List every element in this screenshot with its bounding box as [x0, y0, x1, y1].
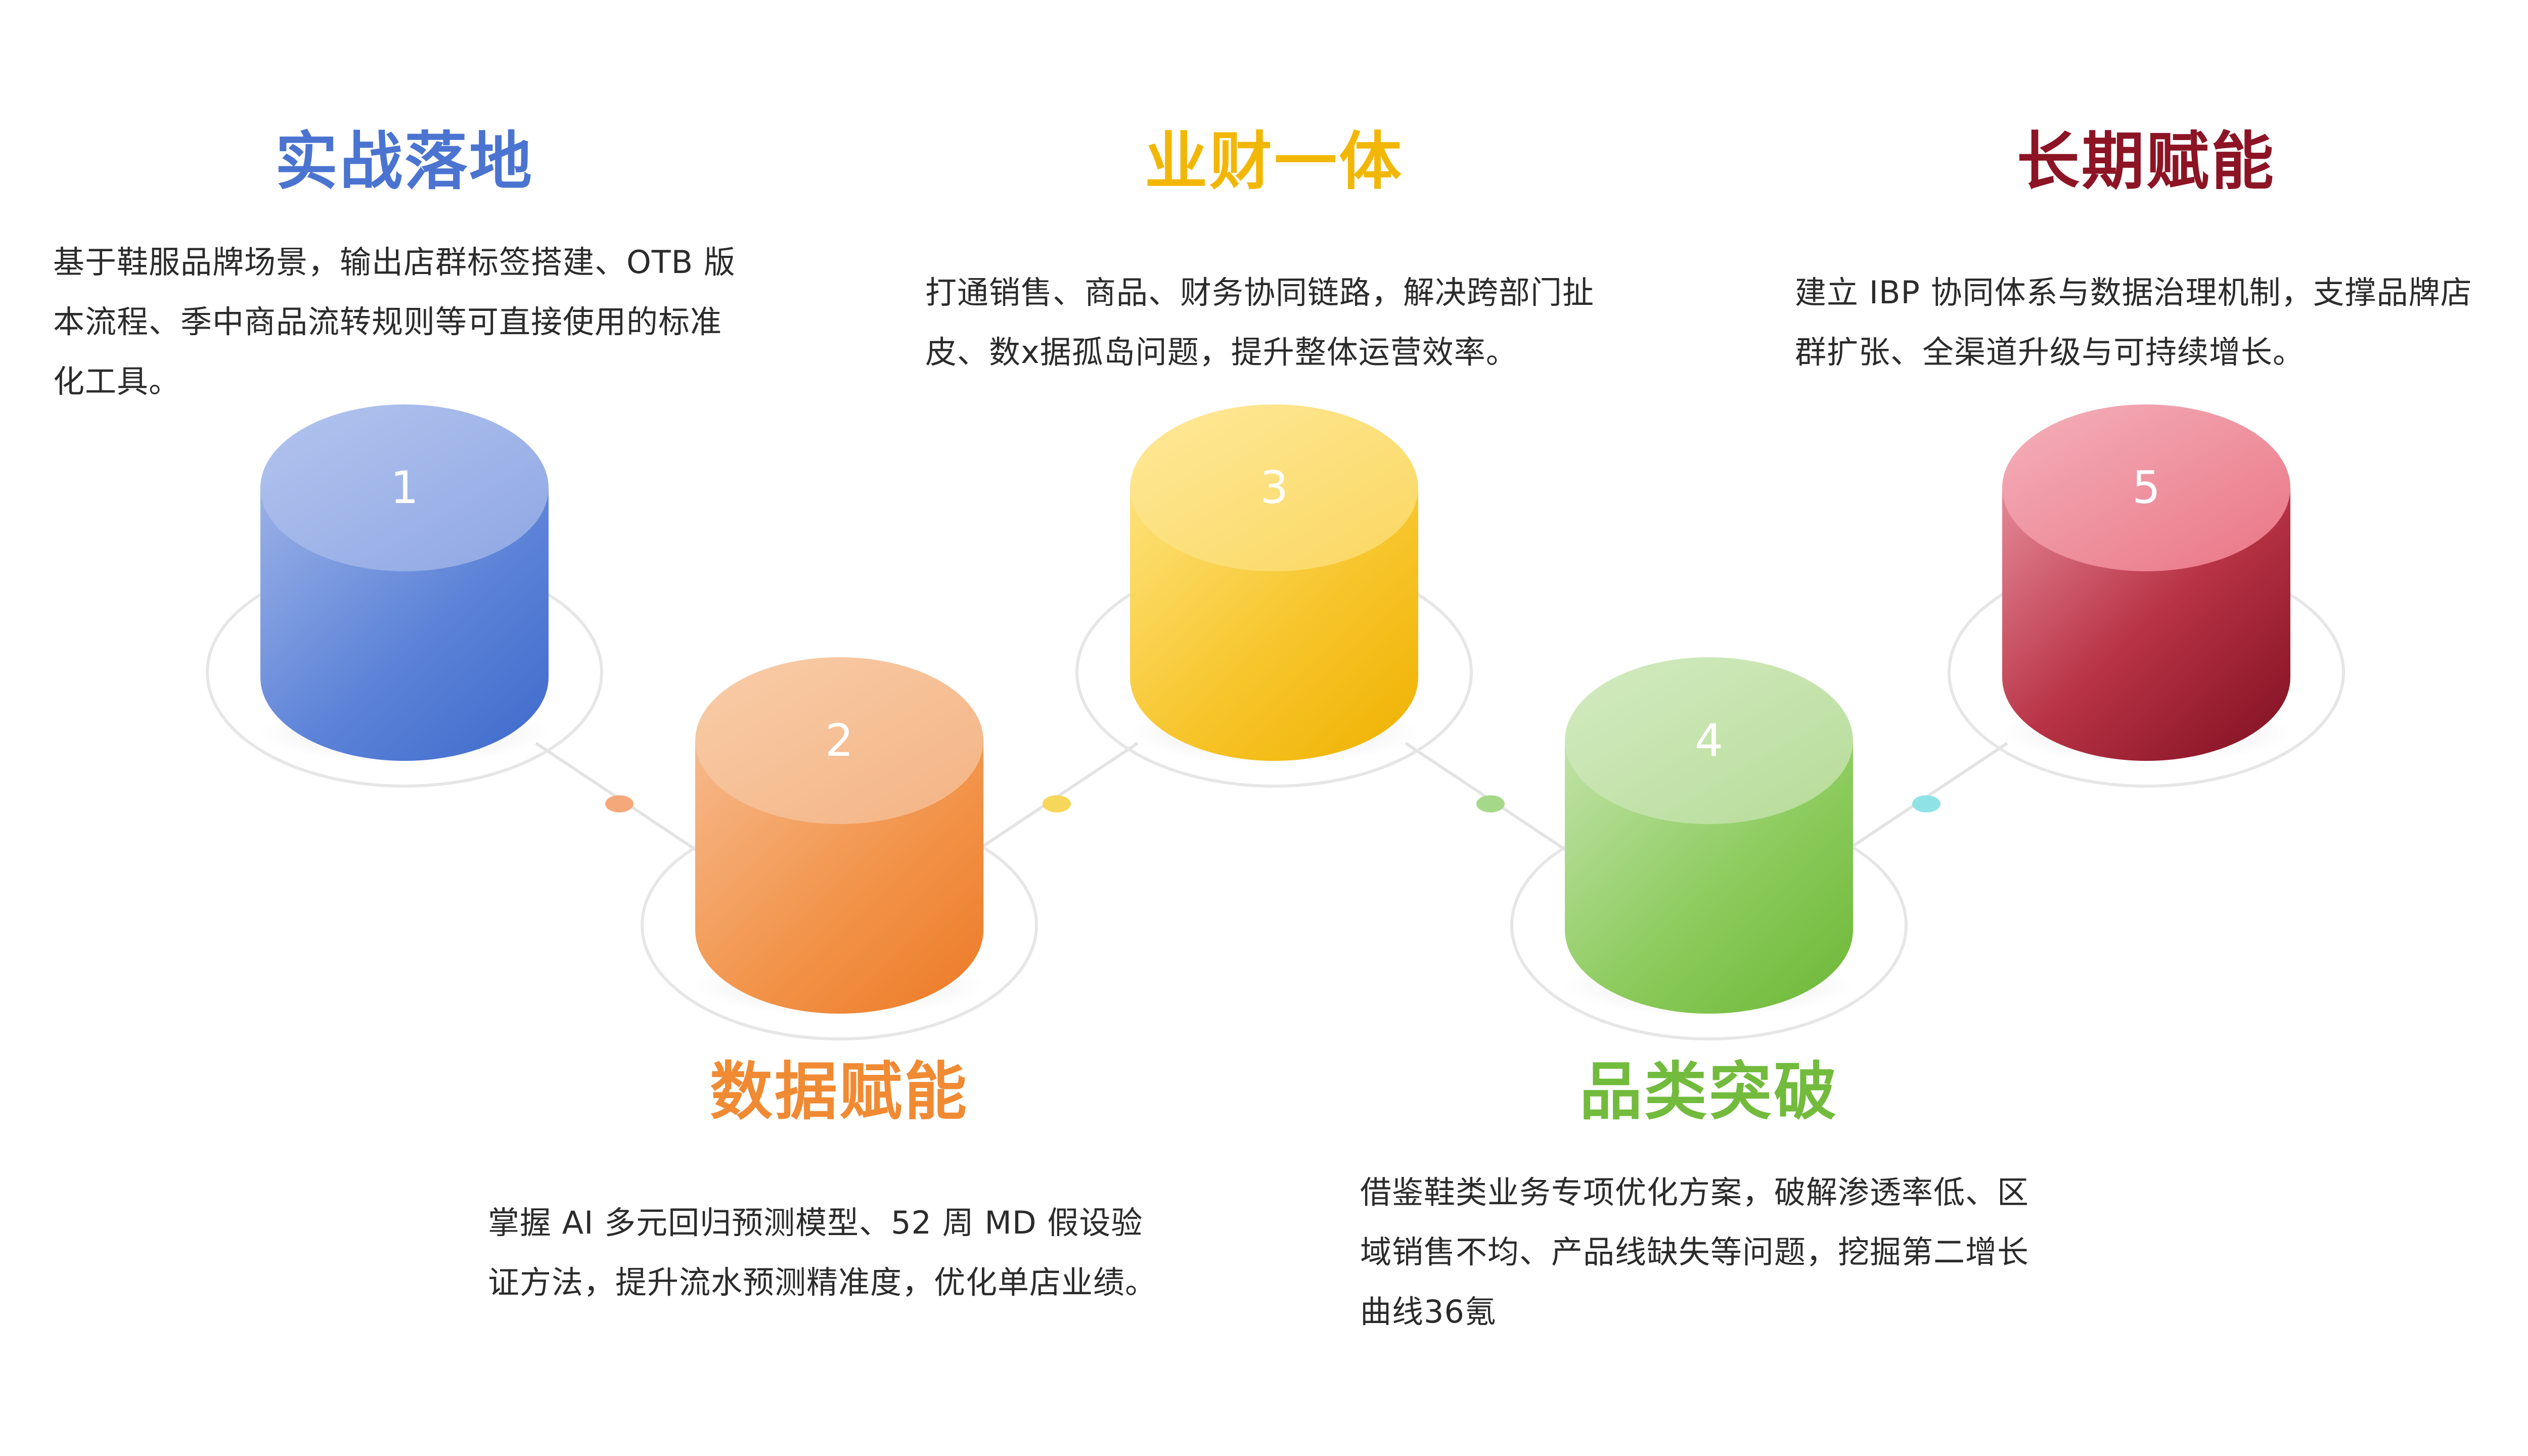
connector-dot-1 — [605, 795, 634, 812]
step-number-2: 2 — [825, 714, 853, 766]
step-title-4: 品类突破 — [1579, 1056, 1838, 1128]
step-number-4: 4 — [1695, 714, 1723, 766]
connector-dot-2 — [1043, 795, 1071, 812]
step-desc-2-line-2: 证方法，提升流水预测精准度，优化单店业绩。 — [488, 1264, 1157, 1301]
step-desc-3-line-2: 皮、数x据孤岛问题，提升整体运营效率。 — [925, 334, 1518, 371]
connector-dots — [605, 795, 1940, 812]
step-desc-3-line-1: 打通销售、商品、财务协同链路，解决跨部门扯 — [925, 274, 1595, 311]
step-desc-4-line-1: 借鉴鞋类业务专项优化方案，破解渗透率低、区 — [1360, 1174, 2029, 1211]
cylinder-step-5: 5 — [1948, 404, 2345, 788]
step-number-3: 3 — [1260, 462, 1288, 514]
cylinder-top-5 — [2002, 404, 2290, 571]
step-desc-1-line-2: 本流程、季中商品流转规则等可直接使用的标准 — [53, 303, 723, 340]
step-number-1: 1 — [390, 462, 419, 514]
step-number-5: 5 — [2132, 462, 2160, 514]
step-desc-1-line-3: 化工具。 — [53, 363, 181, 400]
cylinder-top-1 — [260, 404, 549, 571]
step-desc-2-line-1: 掌握 AI 多元回归预测模型、52 周 MD 假设验 — [488, 1204, 1143, 1241]
connector-dot-3 — [1476, 795, 1505, 812]
step-desc-5-line-2: 群扩张、全渠道升级与可持续增长。 — [1795, 334, 2305, 371]
step-desc-5: 建立 IBP 协同体系与数据治理机制，支撑品牌店 群扩张、全渠道升级与可持续增长… — [1795, 263, 2472, 382]
cylinder-top-3 — [1130, 404, 1418, 571]
step-title-2: 数据赋能 — [709, 1056, 969, 1128]
cylinder-top-4 — [1565, 657, 1853, 824]
step-title-5: 长期赋能 — [2016, 125, 2276, 198]
step-desc-1-line-1: 基于鞋服品牌场景，输出店群标签搭建、OTB 版 — [53, 244, 736, 281]
step-desc-4-line-2: 域销售不均、产品线缺失等问题，挖掘第二增长 — [1360, 1234, 2029, 1270]
step-desc-4: 借鉴鞋类业务专项优化方案，破解渗透率低、区 域销售不均、产品线缺失等问题，挖掘第… — [1360, 1163, 2029, 1342]
step-desc-1: 基于鞋服品牌场景，输出店群标签搭建、OTB 版 本流程、季中商品流转规则等可直接… — [53, 233, 736, 412]
step-desc-5-line-1: 建立 IBP 协同体系与数据治理机制，支撑品牌店 — [1795, 274, 2472, 311]
step-title-1: 实战落地 — [275, 125, 534, 198]
cylinder-step-3: 3 — [1075, 404, 1473, 788]
step-title-3: 业财一体 — [1144, 125, 1404, 198]
cylinder-top-2 — [695, 657, 983, 824]
cylinder-step-1: 1 — [206, 404, 603, 788]
step-desc-2: 掌握 AI 多元回归预测模型、52 周 MD 假设验 证方法，提升流水预测精准度… — [488, 1193, 1157, 1312]
cylinder-step-2: 2 — [641, 657, 1038, 1040]
step-desc-4-line-3: 曲线36氪 — [1360, 1293, 1497, 1330]
step-desc-3: 打通销售、商品、财务协同链路，解决跨部门扯 皮、数x据孤岛问题，提升整体运营效率… — [925, 263, 1594, 382]
connector-dot-4 — [1912, 795, 1940, 812]
cylinder-step-4: 4 — [1510, 657, 1908, 1040]
